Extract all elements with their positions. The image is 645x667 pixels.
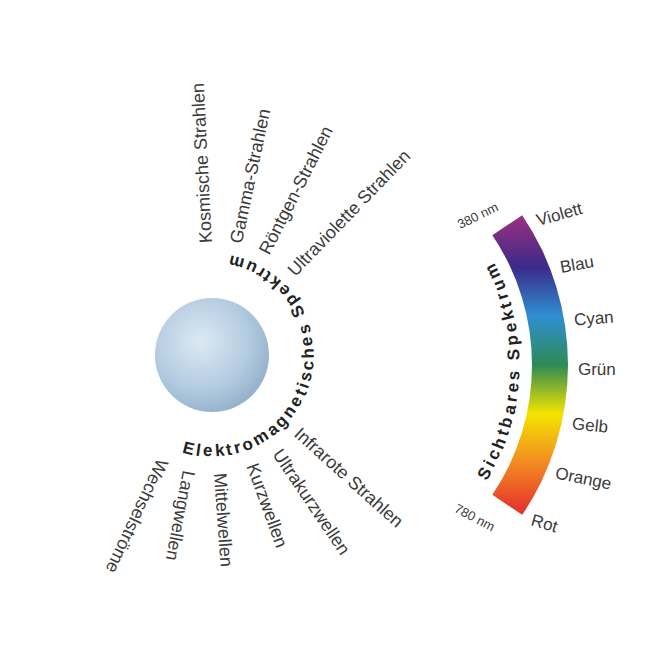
letter: p (504, 334, 522, 346)
letter: a (500, 403, 519, 416)
color-label: Gelb (571, 414, 609, 438)
letter: s (505, 370, 522, 380)
wavelength-label: 780 nm (452, 500, 497, 534)
letter (505, 363, 522, 368)
letter: c (298, 360, 316, 371)
letter: k (499, 309, 518, 322)
letter: s (295, 323, 314, 337)
letter: e (501, 321, 519, 333)
letter: b (497, 415, 516, 430)
letter: l (195, 441, 202, 458)
color-label: Blau (559, 252, 596, 278)
sphere (155, 298, 269, 412)
color-label: Cyan (574, 308, 615, 331)
spectrum-band-label: Mittelwellen (210, 472, 237, 567)
color-label: Rot (529, 511, 560, 538)
letter: h (299, 348, 316, 359)
color-label: Violett (534, 199, 585, 231)
letter: e (298, 335, 316, 347)
wavelength-label: 380 nm (455, 200, 501, 232)
letter: m (227, 252, 246, 272)
spectrum-band-label: Langwellen (162, 469, 199, 562)
color-label: Grün (578, 360, 616, 380)
color-label: Orange (553, 464, 613, 495)
letter: E (181, 438, 196, 457)
letter: k (214, 442, 225, 460)
spectrum-band-label: Wechselströme (102, 456, 172, 577)
letter: e (504, 382, 522, 393)
letter: e (203, 442, 213, 459)
letter: S (505, 348, 523, 360)
spectrum-band-label: Kosmische Strahlen (188, 83, 216, 244)
letter: r (502, 394, 520, 403)
